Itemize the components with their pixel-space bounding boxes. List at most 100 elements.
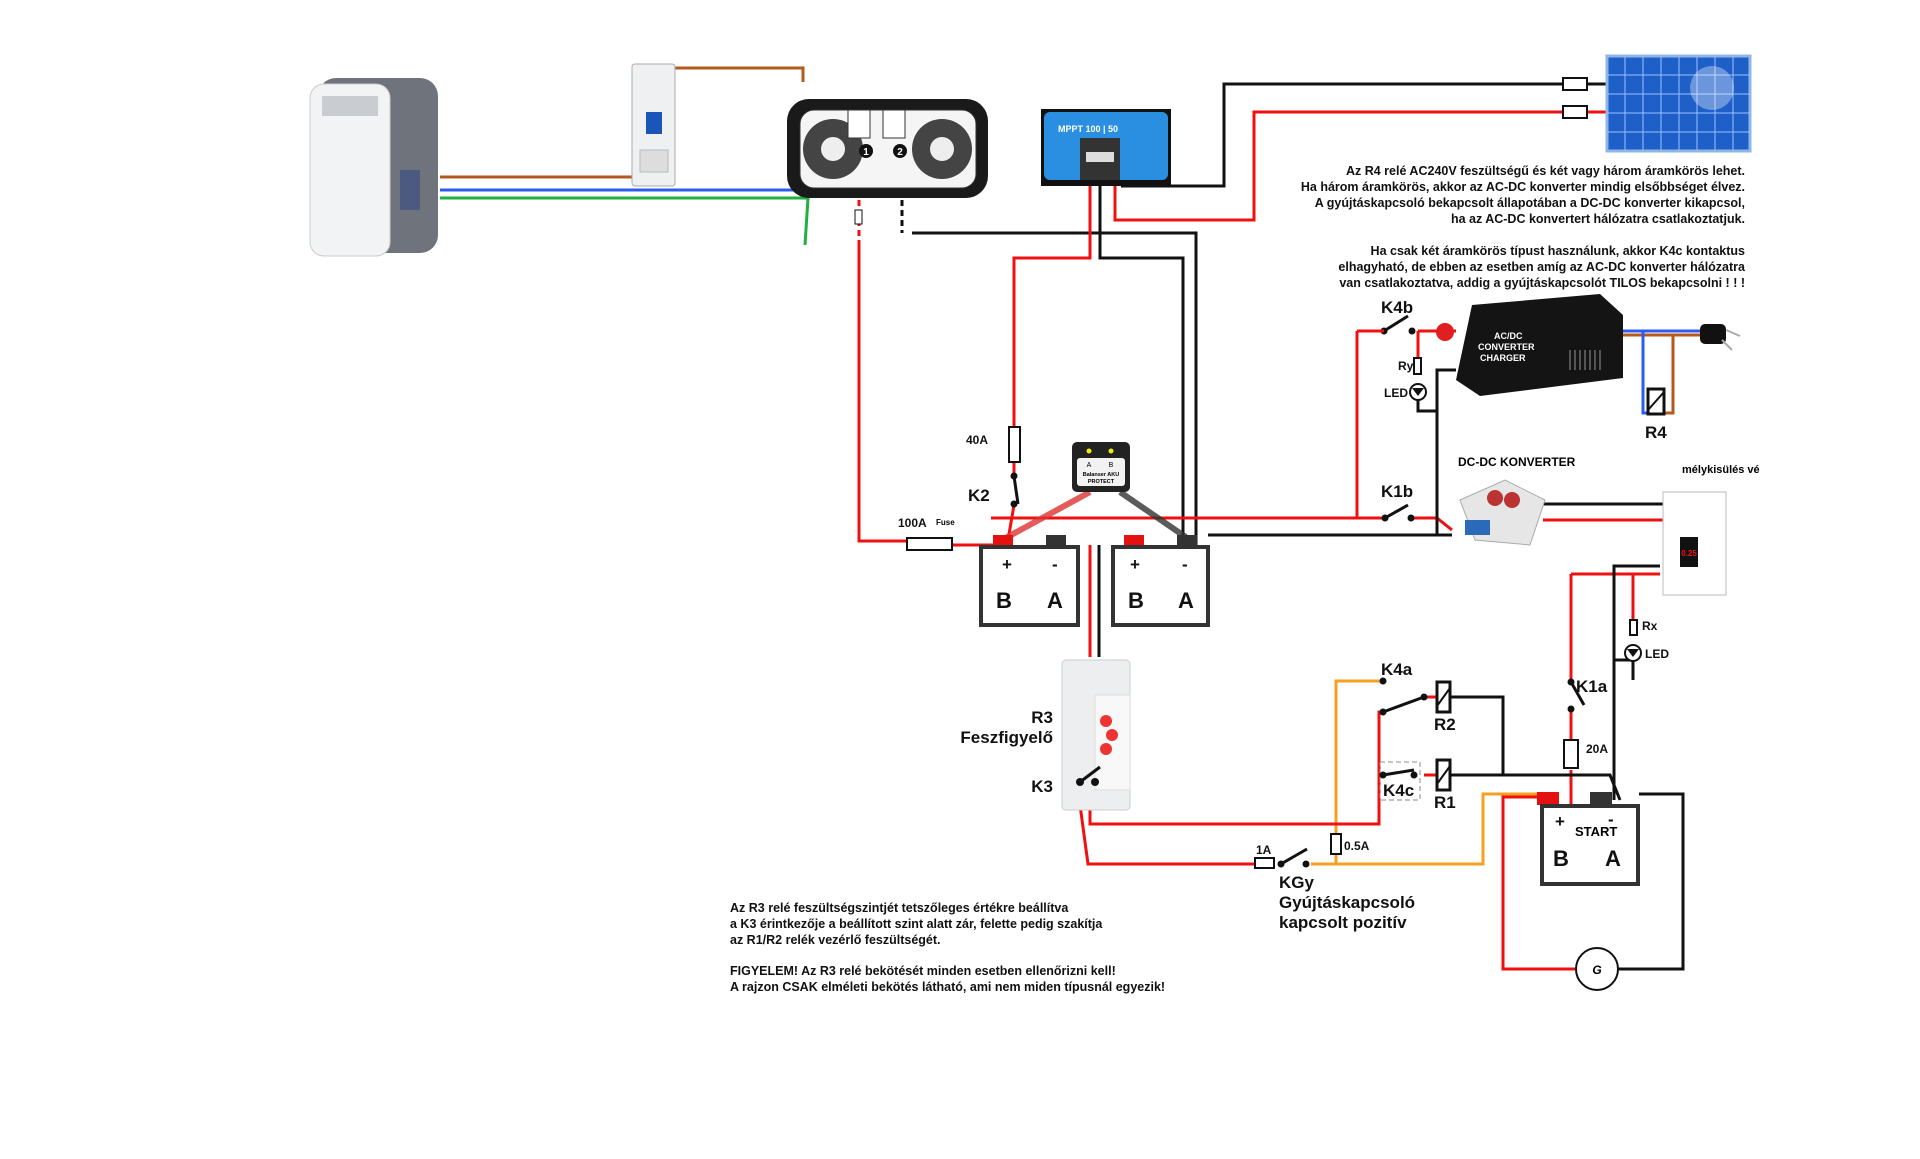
r4-label: R4 bbox=[1645, 423, 1667, 442]
r2-label: R2 bbox=[1434, 715, 1456, 734]
resistor-ry bbox=[1413, 357, 1422, 375]
generator-icon: G bbox=[1575, 947, 1619, 991]
balancer-text-2: PROTECT bbox=[1088, 479, 1115, 485]
switch-k1a bbox=[1567, 678, 1586, 713]
fuse-100a bbox=[906, 537, 953, 551]
dc-dc-converter bbox=[1459, 479, 1546, 546]
svg-text:AC/DC: AC/DC bbox=[1494, 331, 1523, 341]
relay-coil-r1 bbox=[1435, 758, 1452, 792]
fuse-40a-label: 40A bbox=[966, 433, 988, 447]
svg-text:A gyújtáskapcsoló bekapcsolt á: A gyújtáskapcsoló bekapcsolt állapotában… bbox=[1315, 196, 1745, 210]
svg-text:elhagyható, de ebben az esetbe: elhagyható, de ebben az esetben amíg az … bbox=[1338, 260, 1746, 274]
dc-dc-converter-label: DC-DC KONVERTER bbox=[1458, 455, 1576, 469]
note-r4: Az R4 relé AC240V feszültségű és két vag… bbox=[1301, 164, 1745, 226]
portable-air-conditioner bbox=[309, 78, 438, 257]
r3-label: R3 bbox=[1031, 708, 1053, 727]
balancer-label-a: A bbox=[1087, 462, 1092, 469]
switch-k4a bbox=[1379, 677, 1428, 716]
fuse-word: Fuse bbox=[936, 518, 955, 527]
note-r3: Az R3 relé feszültségszintjét tetszőlege… bbox=[730, 901, 1165, 994]
svg-text:+: + bbox=[1130, 555, 1140, 574]
svg-text:Az R3 relé feszültségszintjét: Az R3 relé feszültségszintjét tetszőlege… bbox=[730, 901, 1069, 915]
svg-text:-: - bbox=[1608, 810, 1614, 829]
ignition-switch-kgy bbox=[1277, 847, 1310, 868]
circuit-breaker bbox=[631, 63, 676, 187]
svg-text:van csatlakoztatva, addig a gy: van csatlakoztatva, addig a gyújtáskapcs… bbox=[1339, 276, 1745, 290]
k4a-label: K4a bbox=[1381, 660, 1413, 679]
deep-discharge-label: mélykisülés vé bbox=[1682, 464, 1760, 476]
svg-text:A: A bbox=[1178, 588, 1194, 613]
led-icon bbox=[1624, 644, 1642, 662]
fuse-40a bbox=[1008, 426, 1021, 463]
ry-label: Ry bbox=[1398, 359, 1414, 373]
svg-text:Ha csak két áramkörös típust h: Ha csak két áramkörös típust használunk,… bbox=[1371, 244, 1745, 258]
svg-text:+: + bbox=[1002, 555, 1012, 574]
svg-text:+: + bbox=[1555, 812, 1565, 831]
svg-text:Ha három áramkörös, akkor az A: Ha három áramkörös, akkor az AC-DC konve… bbox=[1301, 180, 1745, 194]
svg-text:CHARGER: CHARGER bbox=[1480, 353, 1526, 363]
inverter-terminal-1: 1 bbox=[863, 147, 869, 158]
fuse-05a-label: 0.5A bbox=[1344, 839, 1370, 853]
svg-text:B: B bbox=[1553, 846, 1569, 871]
led-label-2: LED bbox=[1645, 647, 1669, 661]
mppt-charge-controller: MPPT 100 | 50 bbox=[1041, 109, 1171, 186]
svg-text:A: A bbox=[1047, 588, 1063, 613]
svg-text:a K3 érintkezője a beállított: a K3 érintkezője a beállított szint alat… bbox=[730, 917, 1103, 931]
battery-2: + - B A bbox=[1111, 535, 1210, 627]
svg-text:CONVERTER: CONVERTER bbox=[1478, 342, 1535, 352]
solar-panel bbox=[1605, 54, 1752, 153]
fuse-1a bbox=[1254, 857, 1275, 869]
gyujtaskapcsolo-label: Gyújtáskapcsoló bbox=[1279, 893, 1415, 912]
svg-text:az R1/R2 relék vezérlő feszült: az R1/R2 relék vezérlő feszültségét. bbox=[730, 933, 941, 947]
solar-fuse-positive bbox=[1562, 105, 1588, 119]
fuse-1a-label: 1A bbox=[1256, 843, 1272, 857]
fuse-20a bbox=[1563, 739, 1579, 769]
voltage-monitor-relay-r3 bbox=[1061, 659, 1131, 811]
switch-k4b bbox=[1357, 314, 1416, 335]
switch-k2 bbox=[1010, 472, 1020, 508]
led-label: LED bbox=[1384, 386, 1408, 400]
switch-k1b bbox=[1381, 503, 1415, 522]
k1a-label: K1a bbox=[1576, 677, 1608, 696]
r1-label: R1 bbox=[1434, 793, 1456, 812]
fuse-100a-label: 100A bbox=[898, 516, 927, 530]
power-plug-icon bbox=[1700, 324, 1741, 351]
led-icon bbox=[1409, 383, 1427, 401]
feszfigyelo-label: Feszfigyelő bbox=[960, 728, 1053, 747]
svg-text:-: - bbox=[1182, 555, 1188, 574]
mppt-model-label: MPPT 100 | 50 bbox=[1058, 124, 1118, 134]
voltage-display: 0.25 bbox=[1681, 549, 1697, 558]
svg-text:-: - bbox=[1052, 555, 1058, 574]
svg-text:B: B bbox=[996, 588, 1012, 613]
svg-text:ha az AC-DC konvertert hálózat: ha az AC-DC konvertert hálózatra csatlak… bbox=[1451, 212, 1745, 226]
k3-label: K3 bbox=[1031, 777, 1053, 796]
relay-coil-r4 bbox=[1646, 387, 1666, 416]
ac-dc-converter-charger: AC/DC CONVERTER CHARGER bbox=[1436, 294, 1623, 396]
deep-discharge-module: 0.25 bbox=[1662, 491, 1727, 596]
note-k4c: Ha csak két áramkörös típust használunk,… bbox=[1338, 244, 1746, 290]
fuse-05a bbox=[1330, 833, 1342, 855]
k2-label: K2 bbox=[968, 486, 990, 505]
svg-text:Az R4 relé AC240V feszültségű: Az R4 relé AC240V feszültségű és két vag… bbox=[1346, 164, 1745, 178]
kapcsolt-pozitiv-label: kapcsolt pozitív bbox=[1279, 913, 1407, 932]
svg-text:G: G bbox=[1592, 963, 1601, 977]
solar-fuse-negative bbox=[1562, 77, 1588, 91]
battery-1: + - B A bbox=[979, 535, 1080, 627]
svg-text:FIGYELEM! Az R3 relé bekötését: FIGYELEM! Az R3 relé bekötését minden es… bbox=[730, 964, 1116, 978]
balancer-text: Balanser AKU bbox=[1083, 472, 1120, 478]
svg-text:A: A bbox=[1605, 846, 1621, 871]
inverter: 1 2 bbox=[787, 99, 988, 225]
fuse-20a-label: 20A bbox=[1586, 742, 1608, 756]
battery-balancer: A B Balanser AKU PROTECT bbox=[1000, 442, 1192, 543]
inverter-terminal-2: 2 bbox=[897, 147, 903, 158]
resistor-rx bbox=[1629, 619, 1638, 636]
k4b-label: K4b bbox=[1381, 298, 1413, 317]
k4c-label: K4c bbox=[1383, 781, 1414, 800]
svg-text:B: B bbox=[1128, 588, 1144, 613]
kgy-label: KGy bbox=[1279, 873, 1315, 892]
switch-k4c bbox=[1379, 761, 1421, 801]
balancer-label-b: B bbox=[1109, 462, 1114, 469]
relay-coil-r2 bbox=[1435, 680, 1452, 714]
